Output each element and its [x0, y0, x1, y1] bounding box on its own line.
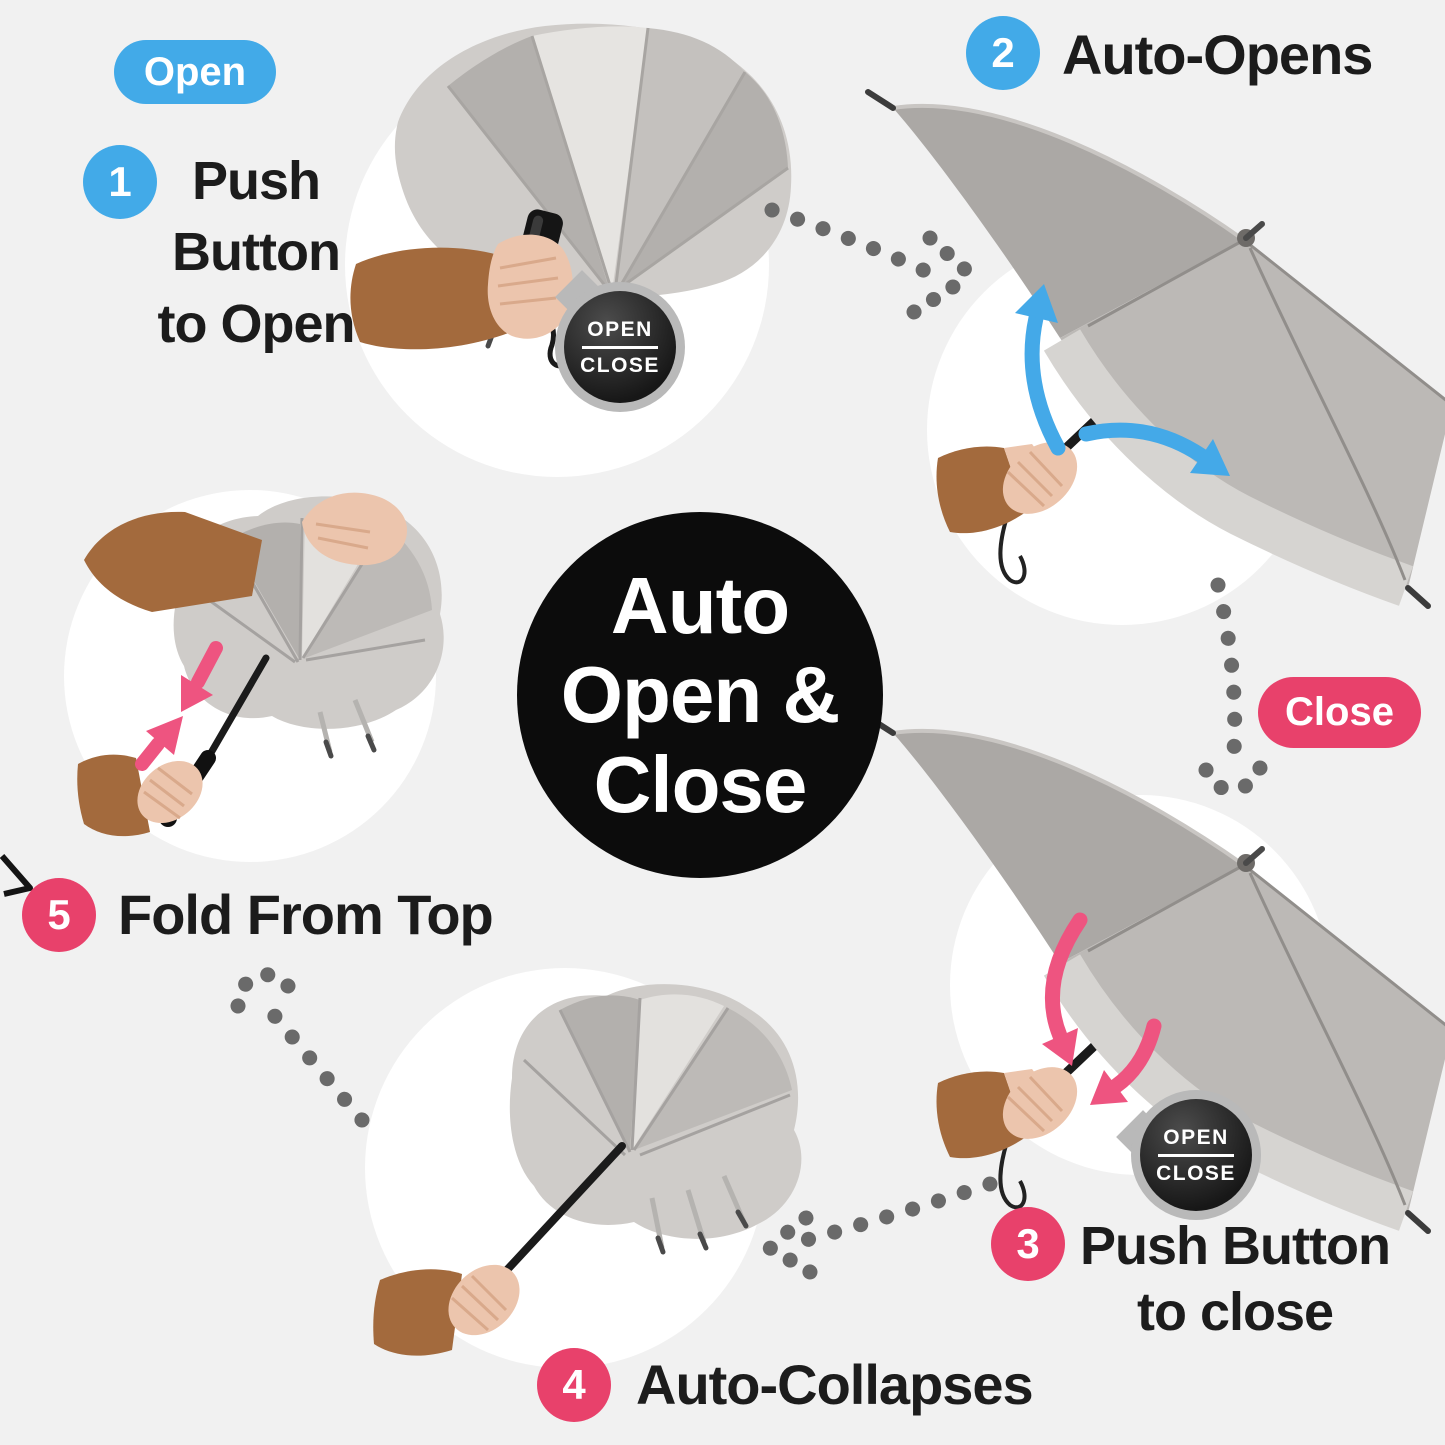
upper-sleeve [84, 511, 262, 612]
canopy-creases [446, 27, 789, 293]
trail-3-to-4-arrowhead [762, 1210, 818, 1280]
pink-arrow-down2 [1108, 1018, 1162, 1094]
canopy-fold-shadow [448, 36, 610, 292]
trail-1-to-2-arrowhead [906, 230, 978, 320]
open-close-button: OPEN CLOSE [1140, 1099, 1252, 1211]
pink-fold-arrow-up [135, 737, 165, 771]
umbrella-shaft [204, 654, 270, 762]
sleeve [373, 1269, 462, 1356]
button-divider [1158, 1153, 1234, 1157]
button-open-text: OPEN [1163, 1125, 1229, 1149]
step-4-number: 4 [537, 1348, 611, 1422]
blue-arrow-up [1024, 310, 1066, 456]
pink-arrow-down1-head [1042, 1028, 1078, 1066]
rib-tip-caps [655, 1209, 749, 1255]
trail-4-to-5-arrowhead [230, 958, 296, 1014]
photo-fold-from-top [0, 492, 444, 897]
hand [448, 1264, 520, 1336]
pink-fold-arrow-down-head [181, 675, 213, 712]
pink-fold-arrow-down [191, 641, 223, 689]
canopy-creases [194, 517, 426, 664]
fingers [497, 256, 559, 306]
auto-open-close-badge: Auto Open & Close [517, 512, 883, 878]
upper-fingers [315, 522, 371, 550]
step-1-label: Push Button to Open [148, 146, 364, 360]
center-badge-line3: Close [593, 739, 808, 829]
auto-open-arrows [1015, 284, 1230, 476]
step-4-label: Auto-Collapses [636, 1353, 1034, 1416]
umbrella-tip-edge [0, 854, 33, 897]
dotted-trails [230, 202, 1268, 1280]
hand [487, 234, 573, 339]
step-5-label: Fold From Top [118, 883, 494, 946]
trail-4-to-5 [260, 1000, 370, 1128]
trail-3-to-4 [798, 1176, 998, 1248]
sleeve [350, 247, 516, 350]
canopy-fold-mid [615, 28, 745, 292]
canopy-fold-shadow2 [618, 72, 788, 290]
lower-fingers [143, 766, 193, 820]
step-3-line1: Push Button [1080, 1216, 1391, 1276]
blue-arrow-right-head [1190, 439, 1230, 476]
open-close-button: OPEN CLOSE [564, 291, 676, 403]
photo-auto-collapses [373, 984, 802, 1356]
lower-hand [137, 760, 203, 824]
photo-folded-umbrella [350, 23, 792, 369]
step-3-line2: to close [1136, 1281, 1334, 1342]
button-open-text: OPEN [587, 317, 653, 341]
pink-arrow-down2-head [1090, 1070, 1128, 1105]
button-divider [582, 345, 658, 349]
open-close-button-callout-1: OPEN CLOSE [555, 270, 685, 412]
center-badge-line2: Open & [560, 650, 840, 740]
step-1-line2: Button [172, 222, 341, 283]
canopy-fold-mid [634, 1008, 792, 1150]
step-5-number: 5 [22, 878, 96, 952]
trail-1-to-2 [764, 202, 944, 284]
step-1-number: 1 [83, 145, 157, 219]
fingers [451, 1274, 508, 1332]
canopy-fold-mid [305, 525, 432, 658]
step-1-line3: to Open [157, 293, 356, 354]
trail-2-to-3 [1210, 577, 1243, 774]
open-close-button-callout-2: OPEN CLOSE [1116, 1090, 1261, 1220]
close-section-pill: Close [1258, 677, 1421, 748]
canopy-fold-highlight [632, 994, 724, 1150]
trail-2-to-3-arrowhead [1198, 760, 1268, 808]
button-close-text: CLOSE [580, 353, 660, 377]
center-badge-line1: Auto [610, 560, 790, 650]
pink-fold-arrow-up-head [146, 716, 183, 755]
pink-arrow-down1 [1044, 912, 1088, 1044]
canopy-creases [522, 997, 791, 1157]
canopy-fold-highlight [532, 26, 648, 292]
auto-close-arrows [1042, 912, 1162, 1105]
step-3-number: 3 [991, 1207, 1065, 1281]
step-2-label: Auto-Opens [1062, 23, 1373, 86]
rib-tip-caps [323, 733, 377, 759]
canopy-fold-shadow [560, 995, 640, 1150]
button-close-text: CLOSE [1156, 1161, 1236, 1185]
step-1-line1: Push [191, 151, 321, 211]
lower-sleeve [77, 754, 150, 837]
step-3-label: Push Button to close [1063, 1214, 1407, 1346]
step-2-number: 2 [966, 16, 1040, 90]
open-section-pill: Open [114, 40, 276, 104]
blue-arrow-up-head [1015, 284, 1058, 323]
blue-arrow-right [1078, 422, 1210, 464]
